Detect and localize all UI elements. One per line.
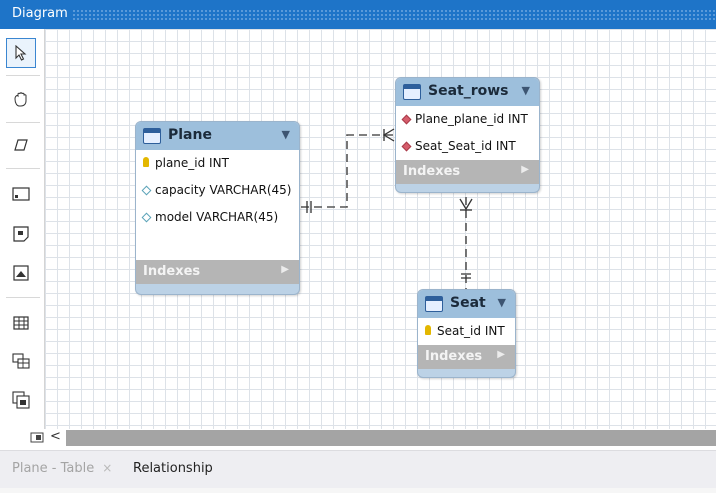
table-columns: Plane_plane_id INT Seat_Seat_id INT — [396, 106, 539, 160]
column-label: Seat_id INT — [437, 324, 505, 338]
column-row[interactable]: Plane_plane_id INT — [396, 106, 539, 133]
column-label: model VARCHAR(45) — [155, 210, 279, 224]
new-table-tool-button[interactable] — [6, 308, 36, 338]
table-seat-rows[interactable]: Seat_rows ▼ Plane_plane_id INT Seat_Seat… — [395, 77, 540, 193]
indexes-section[interactable]: Indexes ▶ — [418, 345, 515, 369]
toolbar-separator — [6, 122, 40, 123]
column-row[interactable]: Seat_id INT — [418, 318, 515, 345]
table-name: Seat — [450, 295, 486, 311]
indexes-section[interactable]: Indexes ▶ — [396, 160, 539, 184]
bottom-tab-bar: Plane - Table × Relationship — [0, 450, 716, 489]
table-icon — [425, 296, 443, 312]
tab-label: Plane - Table — [12, 461, 95, 476]
toolbar-separator — [6, 297, 40, 298]
tab-plane-table[interactable]: Plane - Table × — [12, 461, 112, 476]
diagram-title-bar: Diagram — [0, 0, 716, 29]
scrollbar-thumb[interactable] — [66, 430, 716, 446]
hand-tool-button[interactable] — [6, 84, 36, 114]
collapse-arrow-icon[interactable]: ▼ — [521, 84, 530, 97]
column-diamond-icon — [141, 212, 152, 223]
one-cardinality-marker — [306, 201, 312, 213]
eraser-icon — [14, 139, 28, 151]
indexes-label: Indexes — [143, 264, 201, 279]
table-header[interactable]: Seat ▼ — [418, 290, 515, 318]
layer-icon — [12, 187, 30, 201]
close-tab-icon[interactable]: × — [102, 461, 113, 475]
note-tool-button[interactable] — [6, 219, 36, 249]
new-routine-group-tool-button[interactable] — [6, 385, 36, 415]
many-cardinality-marker — [459, 198, 473, 211]
table-footer — [418, 369, 515, 377]
diagram-title: Diagram — [12, 6, 68, 21]
toolbar-separator — [6, 168, 40, 169]
table-columns: plane_id INT capacity VARCHAR(45) model … — [136, 150, 299, 260]
expand-arrow-icon[interactable]: ▶ — [521, 164, 529, 175]
table-name: Plane — [168, 127, 212, 143]
table-header[interactable]: Seat_rows ▼ — [396, 78, 539, 106]
table-header[interactable]: Plane ▼ — [136, 122, 299, 150]
image-icon — [13, 265, 29, 281]
column-row[interactable]: plane_id INT — [136, 150, 299, 177]
navigator-icon[interactable] — [30, 431, 44, 445]
table-plane[interactable]: Plane ▼ plane_id INT capacity VARCHAR(45… — [135, 121, 300, 295]
column-row[interactable]: capacity VARCHAR(45) — [136, 177, 299, 204]
toolbar-separator — [6, 75, 40, 76]
column-row[interactable]: Seat_Seat_id INT — [396, 133, 539, 160]
eraser-tool-button[interactable] — [6, 130, 36, 160]
table-icon — [143, 128, 161, 144]
column-label: capacity VARCHAR(45) — [155, 183, 292, 197]
column-label: plane_id INT — [155, 156, 229, 170]
note-icon — [13, 226, 29, 242]
diagram-canvas[interactable]: Plane ▼ plane_id INT capacity VARCHAR(45… — [45, 29, 716, 429]
horizontal-scrollbar[interactable]: < — [0, 429, 716, 447]
title-bar-grip — [72, 9, 716, 21]
collapse-arrow-icon[interactable]: ▼ — [497, 296, 506, 309]
indexes-label: Indexes — [425, 349, 483, 364]
tab-relationship[interactable]: Relationship — [133, 461, 213, 476]
column-row[interactable]: model VARCHAR(45) — [136, 204, 299, 231]
expand-arrow-icon[interactable]: ▶ — [281, 264, 289, 275]
column-label: Seat_Seat_id INT — [415, 139, 516, 153]
table-name: Seat_rows — [428, 83, 509, 99]
foreign-key-icon — [401, 141, 412, 152]
primary-key-icon — [143, 157, 149, 167]
new-view-icon — [12, 353, 30, 369]
scroll-left-button[interactable]: < — [50, 429, 61, 444]
diagram-toolbar — [0, 29, 45, 431]
relationship-lines[interactable] — [45, 29, 716, 429]
primary-key-icon — [425, 325, 431, 335]
one-cardinality-marker — [461, 273, 471, 279]
new-table-icon — [13, 316, 29, 330]
expand-arrow-icon[interactable]: ▶ — [497, 349, 505, 360]
pointer-icon — [15, 45, 27, 61]
table-seat[interactable]: Seat ▼ Seat_id INT Indexes ▶ — [417, 289, 516, 378]
table-icon — [403, 84, 421, 100]
image-tool-button[interactable] — [6, 258, 36, 288]
new-view-tool-button[interactable] — [6, 346, 36, 376]
tab-label: Relationship — [133, 461, 213, 476]
hand-icon — [14, 92, 27, 107]
column-label: Plane_plane_id INT — [415, 112, 528, 126]
table-columns: Seat_id INT — [418, 318, 515, 345]
foreign-key-icon — [401, 114, 412, 125]
indexes-section[interactable]: Indexes ▶ — [136, 260, 299, 284]
new-routine-group-icon — [12, 391, 30, 409]
layer-tool-button[interactable] — [6, 179, 36, 209]
indexes-label: Indexes — [403, 164, 461, 179]
table-footer — [136, 284, 299, 294]
relationship-plane-seat-rows[interactable] — [301, 134, 394, 208]
many-cardinality-marker — [382, 128, 395, 142]
collapse-arrow-icon[interactable]: ▼ — [281, 128, 290, 141]
pointer-tool-button[interactable] — [6, 38, 36, 68]
table-footer — [396, 184, 539, 192]
status-strip — [0, 488, 716, 493]
column-diamond-icon — [141, 185, 152, 196]
